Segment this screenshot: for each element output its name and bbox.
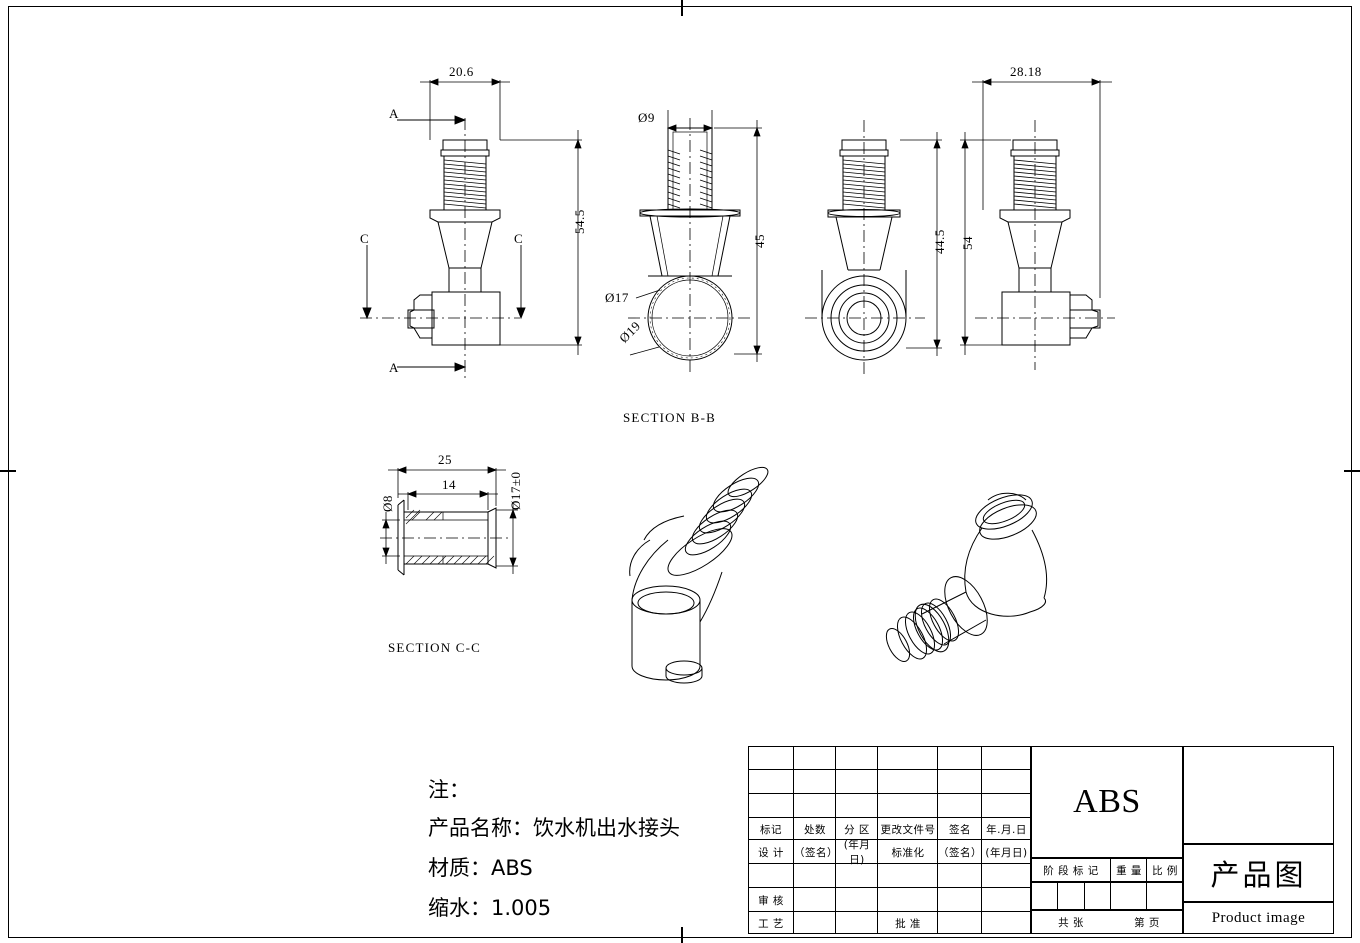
dim-44-5 [900,132,942,356]
sheet-footer-cell [1031,910,1183,934]
view-right [975,120,1115,370]
dim-54-5 [500,130,582,355]
row-date2-design: (年月日) [985,846,1028,859]
registration-tick-bottom [681,927,683,943]
dim-label-14: 14 [442,477,456,492]
section-marker-c-left: C [360,231,370,246]
rev-header-5: 年.月.日 [986,823,1027,836]
dim-45 [714,120,762,362]
view-iso-right [885,492,1048,662]
dim-d17 [496,502,518,574]
view-end [805,120,925,375]
view-section-cc [380,499,512,576]
rev-row-1 [748,746,1031,770]
caption-section-bb: SECTION B-B [623,410,717,425]
dim-label-54-5: 54.5 [572,209,587,234]
view-iso-left [629,466,769,684]
view-front [360,118,520,380]
dim-label-44-5: 44.5 [932,229,947,254]
note-line-2: 产品名称：饮水机出水接头 [428,816,680,840]
dim-28-18 [972,78,1112,298]
dim-20-6 [420,78,510,140]
dim-label-28-18: 28.18 [1010,64,1042,79]
product-title: 产品图 [1210,858,1307,892]
product-subtitle: Product image [1211,909,1306,926]
rev-col-sep-3 [836,746,878,934]
note-line-4: 缩水：1.005 [428,896,552,920]
rev-header-0: 标记 [760,823,782,836]
dim-label-d9: Ø9 [638,110,655,125]
stage-col-sep-1 [1031,858,1111,910]
stage-header-2: 比 例 [1152,864,1178,877]
rev-col-sep-1 [748,746,794,934]
note-line-1: 注： [428,778,470,802]
dim-label-54: 54 [960,236,975,250]
rev-header-4: 签名 [949,823,971,836]
row-date-design: (年月日) [843,839,871,866]
caption-section-cc: SECTION C-C [388,640,482,655]
rev-row-5 [748,840,1031,864]
dim-label-45: 45 [752,234,767,248]
product-name-cell [1183,844,1334,902]
stage-col-sep-2 [1111,858,1147,910]
stage-values-cell [1031,882,1183,910]
dim-label-d17-cc: Ø17±0 [508,471,523,510]
leader-d17-d19 [629,289,661,356]
row-sign2-design: （签名） [938,846,982,859]
section-marker-a-bottom: A [389,360,399,375]
rev-row-7 [748,888,1031,912]
registration-tick-left [0,470,16,472]
rev-header-3: 更改文件号 [880,823,936,836]
rev-row-3 [748,794,1031,818]
stage-sub-sep-1 [1031,882,1058,910]
stage-sub-sep-2 [1058,882,1085,910]
stage-header-1: 重 量 [1116,864,1142,877]
rev-header-2: 分 区 [844,823,870,836]
rev-col-sep-2 [794,746,836,934]
section-arrow-a [397,115,467,372]
sheet-border [8,6,1352,938]
sheet-footer-0: 共 张 [1058,916,1084,929]
rev-col-sep-5 [938,746,982,934]
stage-header-0: 阶 段 标 记 [1043,864,1099,877]
product-subtitle-cell [1183,902,1334,934]
row-role-craft: 工 艺 [758,917,784,930]
sheet-footer-1: 第 页 [1134,916,1160,929]
rev-grid [748,746,1031,934]
section-arrow-c [362,245,526,320]
view-section-bb [628,118,752,375]
row-role-design: 设 计 [758,846,784,859]
dim-label-25: 25 [438,452,452,467]
note-line-3: 材质：ABS [428,856,533,880]
dim-54 [960,132,1011,355]
row-role-review: 审 核 [758,894,784,907]
registration-tick-right [1344,470,1360,472]
rev-col-sep-4 [878,746,938,934]
dim-label-d8: Ø8 [380,495,395,512]
material-label: ABS [1073,783,1141,820]
row-sign-design: （签名） [794,846,838,859]
dim-25 [388,466,506,506]
rev-row-6 [748,864,1031,888]
dim-14 [398,490,498,510]
row-standardize: 标准化 [891,846,925,859]
stage-header-cell [1031,858,1183,882]
dim-label-d17-bb: Ø17 [605,290,629,305]
section-marker-a-top: A [389,106,399,121]
rev-header-1: 处数 [804,823,826,836]
title-block: 标记 处数 分 区 更改文件号 签名 年.月.日 设 计 （签名） (年月日) … [748,746,1334,934]
dim-label-20-6: 20.6 [449,64,474,79]
product-title-cell [1183,746,1334,844]
row-approve: 批 准 [895,917,921,930]
registration-tick-top [681,0,683,16]
rev-row-4 [748,818,1031,840]
dim-d8 [382,512,400,564]
leader-d9 [666,110,714,132]
material-cell [1031,746,1183,858]
section-marker-c-right: C [514,231,524,246]
rev-row-2 [748,770,1031,794]
